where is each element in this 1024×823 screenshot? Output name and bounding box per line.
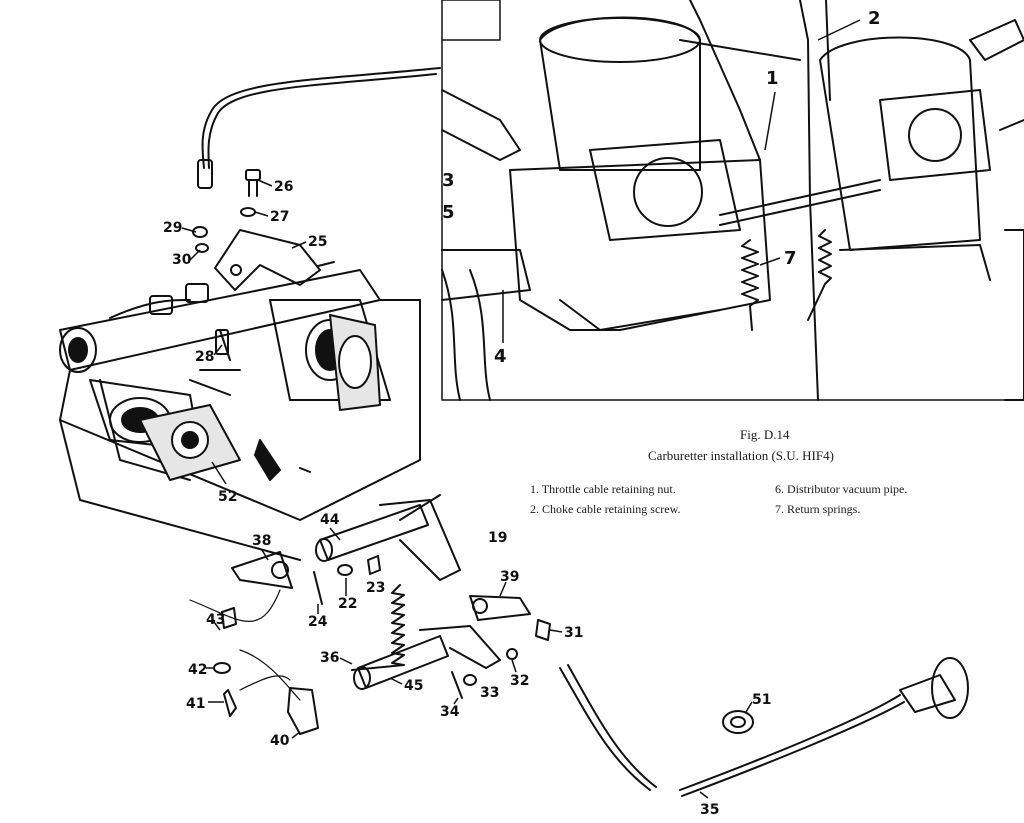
callout-32: 32: [510, 673, 529, 689]
callout-27: 27: [270, 209, 289, 225]
gasket-right: [329, 314, 381, 411]
callout-23: 23: [366, 580, 385, 596]
callout-30: 30: [172, 252, 192, 268]
callout-photo-3: 3: [442, 170, 455, 191]
callout-33: 33: [480, 685, 499, 701]
legend-item-7: 7. Return springs.: [775, 502, 861, 516]
inlet-manifold-drawing: [59, 269, 421, 561]
callout-43: 43: [206, 612, 225, 628]
callout-39: 39: [500, 569, 519, 585]
callout-25: 25: [308, 234, 327, 250]
callout-photo-7: 7: [784, 248, 797, 269]
figure-number: Fig. D.14: [740, 427, 790, 442]
callout-41: 41: [186, 696, 205, 712]
choke-cable-drawing: [559, 657, 969, 797]
callout-photo-2: 2: [868, 8, 881, 29]
linkage-drawing: [189, 494, 551, 735]
figure-title: Carburetter installation (S.U. HIF4): [648, 448, 834, 463]
callout-44: 44: [320, 512, 340, 528]
callout-photo-1: 1: [766, 68, 779, 89]
callout-28: 28: [195, 349, 214, 365]
callout-24: 24: [308, 614, 328, 630]
callout-34: 34: [440, 704, 460, 720]
callout-51: 51: [752, 692, 771, 708]
callout-29: 29: [163, 220, 182, 236]
legend-item-6: 6. Distributor vacuum pipe.: [775, 482, 908, 496]
callout-45: 45: [404, 678, 423, 694]
callout-42: 42: [188, 662, 207, 678]
legend-item-2: 2. Choke cable retaining screw.: [530, 502, 681, 516]
legend-item-1: 1. Throttle cable retaining nut.: [530, 482, 676, 496]
callout-26: 26: [274, 179, 293, 195]
callout-photo-5: 5: [442, 202, 455, 223]
callout-photo-4: 4: [494, 346, 507, 367]
callout-52: 52: [218, 489, 237, 505]
callout-35: 35: [700, 802, 719, 818]
callout-38: 38: [252, 533, 271, 549]
callout-19: 19: [488, 530, 507, 546]
callout-labels: 2 1 7 3 5 4 26 27 29 30 25 28 52 44 19 3…: [163, 8, 881, 818]
cable-drawing: [197, 67, 441, 189]
callout-22: 22: [338, 596, 357, 612]
callout-36: 36: [320, 650, 339, 666]
callout-40: 40: [270, 733, 290, 749]
callout-31: 31: [564, 625, 583, 641]
photo-panel: [441, 0, 1024, 401]
gasket-left: [139, 404, 241, 481]
